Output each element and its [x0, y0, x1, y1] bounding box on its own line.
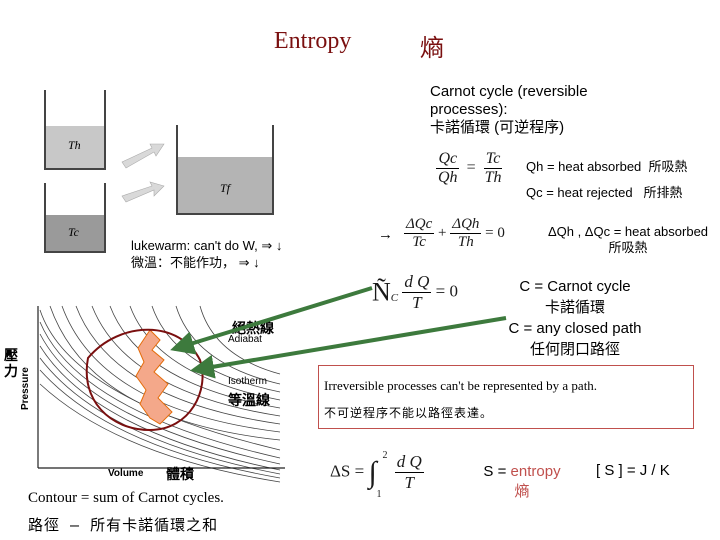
lukewarm-arrows-2: ⇒ ↓: [238, 255, 260, 270]
adiabat-label-zh: 絕熱線: [232, 320, 274, 336]
hot-label: Th: [68, 138, 81, 152]
mix-arrow-cold: [121, 181, 165, 203]
volume-label-en: Volume: [108, 468, 144, 479]
cold-container: Tc: [44, 183, 106, 253]
final-liquid: [178, 157, 272, 213]
cold-liquid: [46, 215, 104, 251]
hot-container: Th: [44, 90, 106, 170]
dq-note: ΔQh , ΔQc = heat absorbed 所吸熱: [542, 224, 714, 256]
entropy-definition: S = entropy 熵: [474, 462, 570, 502]
c-def-line3: C = any closed path: [508, 320, 642, 337]
carnot-header: Carnot cycle (reversible processes): 卡諾循…: [430, 83, 630, 137]
dq-note-en: ΔQh , ΔQc = heat absorbed: [547, 224, 709, 239]
lukewarm-note: lukewarm: can't do W, ⇒ ↓ 微溫：不能作功， ⇒ ↓: [131, 237, 282, 271]
irreversible-zh: 不可逆程序不能以路徑表達。: [324, 406, 494, 420]
lukewarm-en: lukewarm: can't do W,: [131, 238, 258, 253]
arrow-to-contour: [190, 316, 507, 379]
qc-note-zh: 所排熱: [643, 185, 683, 200]
entropy-def-zh: 熵: [514, 483, 530, 500]
dq-note-zh: 所吸熱: [608, 240, 648, 255]
pv-diagram: Adiabat Isotherm Volume Pressure: [0, 300, 300, 490]
c-def-line2: 卡諾循環: [544, 299, 605, 316]
carnot-header-zh: 卡諾循環 (可逆程序): [430, 119, 565, 136]
c-def-line1: C = Carnot cycle: [519, 278, 631, 295]
cold-label: Tc: [68, 225, 79, 239]
title-zh: 熵: [420, 35, 444, 62]
carnot-header-en: Carnot cycle (reversible processes):: [430, 83, 588, 118]
qc-note-en: Qc = heat rejected: [526, 185, 633, 200]
footer-en: Contour = sum of Carnot cycles.: [28, 490, 224, 506]
implies-arrow: →: [378, 226, 393, 243]
isotherm-label-en: Isotherm: [228, 376, 267, 387]
lukewarm-arrows-1: ⇒ ↓: [261, 238, 283, 253]
pv-curves: [37, 305, 285, 483]
entropy-unit: [ S ] = J / K: [596, 462, 670, 479]
pressure-label-zh: 壓力: [4, 347, 18, 379]
hot-liquid: [46, 126, 104, 168]
qh-note-en: Qh = heat absorbed: [526, 159, 642, 174]
mixing-arrows: [121, 143, 165, 203]
irreversible-en: Irreversible processes can't be represen…: [324, 378, 598, 393]
volume-label-zh: 體積: [166, 466, 194, 482]
footer-zh: 路徑 – 所有卡諾循環之和: [28, 516, 219, 534]
final-label: Tf: [220, 181, 231, 195]
title-en: Entropy: [274, 28, 352, 54]
final-container: Tf: [176, 125, 274, 215]
c-definition: C = Carnot cycle 卡諾循環 C = any closed pat…: [500, 276, 650, 360]
qh-note: Qh = heat absorbed 所吸熱: [526, 156, 688, 175]
c-def-line4: 任何閉口路徑: [529, 341, 620, 358]
qc-note: Qc = heat rejected 所排熱: [526, 182, 682, 201]
entropy-def-s: S =: [483, 463, 511, 480]
mix-arrow-hot: [121, 143, 165, 169]
entropy-def-word: entropy: [510, 463, 561, 480]
adiabat-label-en: Adiabat: [228, 334, 262, 345]
arrow-to-cycle: [170, 286, 373, 355]
qh-note-zh: 所吸熱: [648, 159, 688, 174]
irreversible-box: Irreversible processes can't be represen…: [318, 365, 694, 429]
closed-integral-symbol: Ñ: [372, 277, 391, 307]
lukewarm-zh: 微溫：不能作功，: [131, 255, 236, 270]
isotherm-label-zh: 等溫線: [228, 392, 270, 408]
